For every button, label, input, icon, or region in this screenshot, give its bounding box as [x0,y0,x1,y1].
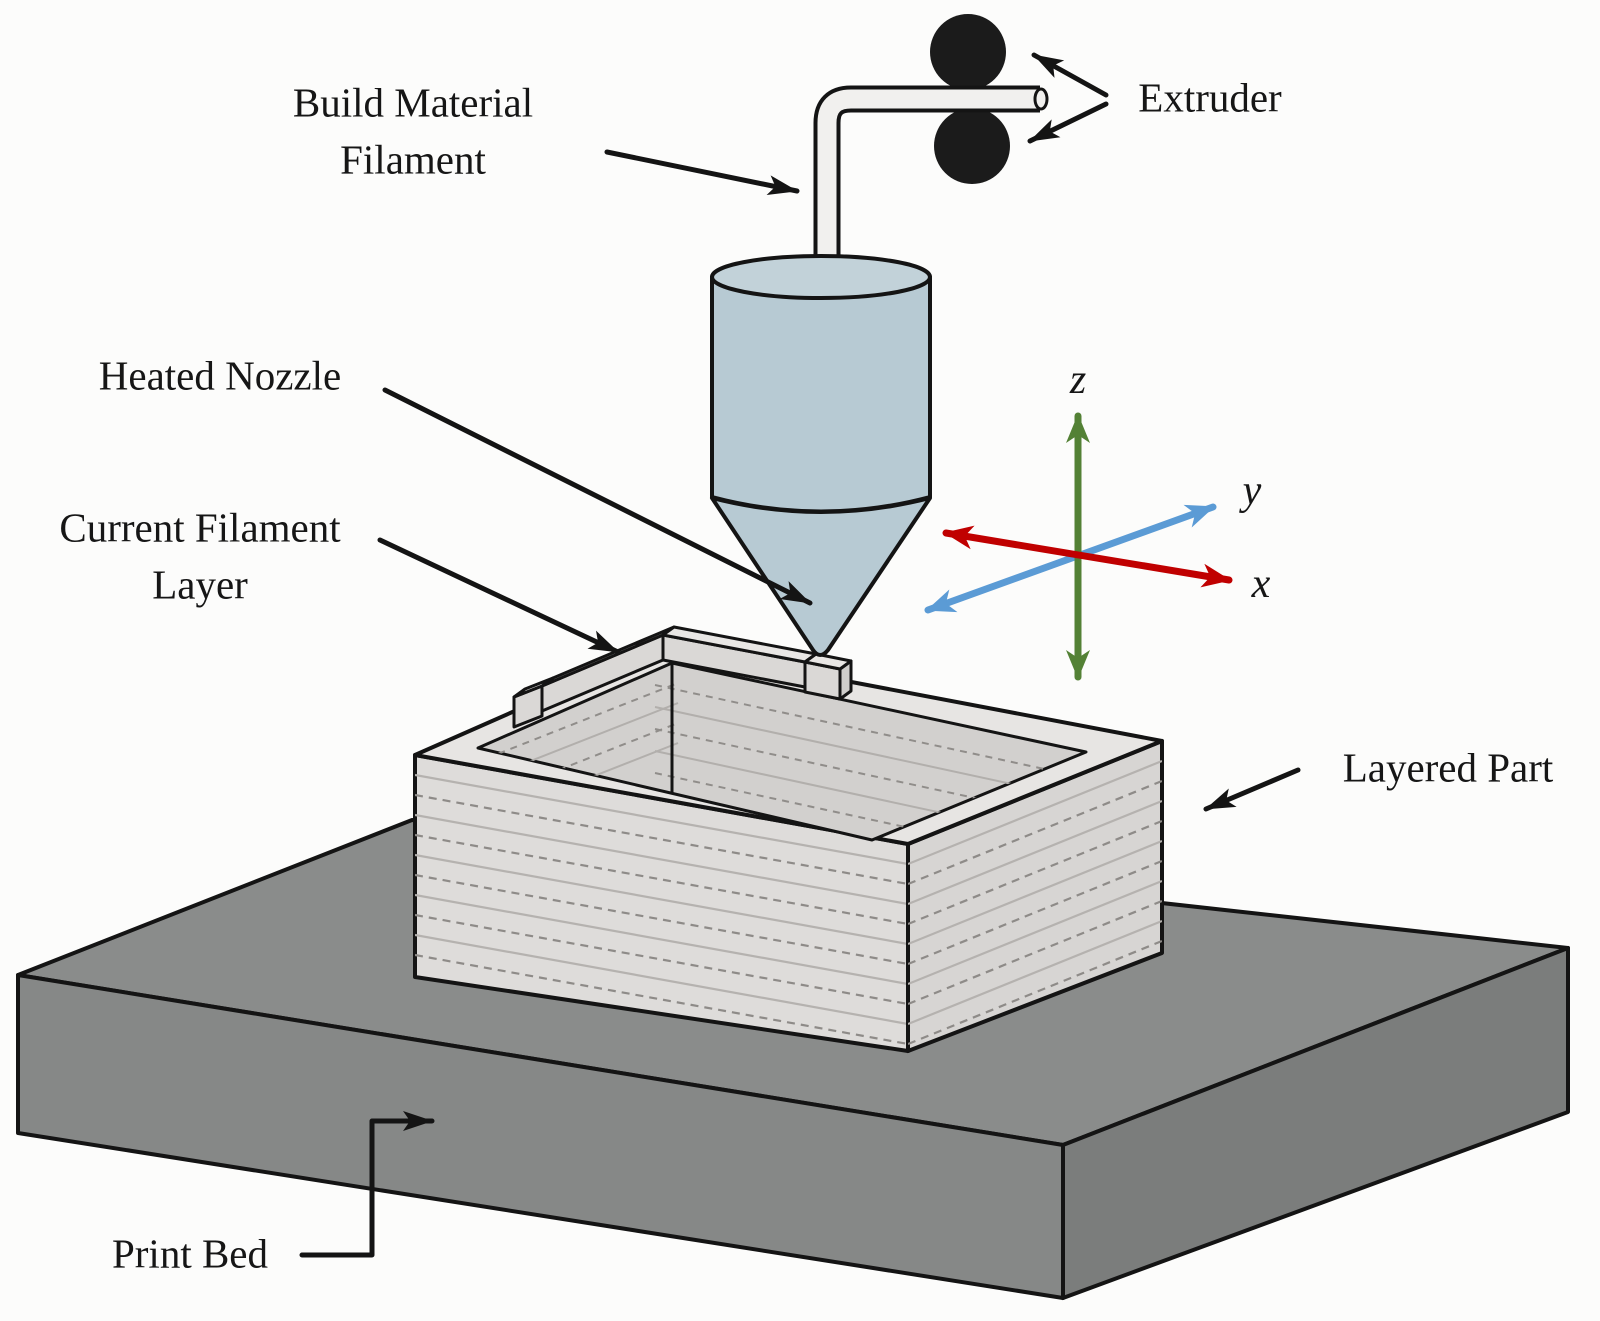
axis-x-arrow [942,525,1233,588]
coordinate-axes [924,412,1233,681]
current-filament-layer-label: Current Filament Layer [59,499,340,612]
axis-x-label: x [1251,561,1271,607]
axis-z-label: z [1069,357,1087,403]
heated-nozzle-label: Heated Nozzle [98,352,342,399]
build-material-filament-label: Build Material Filament [293,74,533,187]
layered-part-arrow [1203,767,1301,812]
filament-tube [817,89,1040,268]
extruder-arrow-top [1031,52,1109,98]
extruder-label: Extruder [1138,74,1282,121]
part-front-face-layers [415,773,908,1046]
layered-part [413,625,1164,1053]
current-layer-line2: Layer [152,561,248,607]
axis-y-label: y [1242,468,1262,514]
filament-tube-outline [813,85,1040,268]
build-material-arrow [604,149,800,195]
layer-wall-left-end-top [512,676,555,699]
current-layer-arrow [377,537,621,655]
extruder-assembly [813,14,1049,268]
layered-part-label: Layered Part [1342,744,1554,791]
part-right-face-layers [908,759,1162,1046]
axis-y-arrow [924,503,1217,614]
heated-nozzle-arrow [382,387,813,606]
part-cavity-opening [476,661,1088,842]
print-bed-connector-arrow [299,1111,435,1258]
layer-wall-right-end-top [803,652,853,671]
current-filament-layer-wall [512,625,853,729]
heated-nozzle-body [710,254,932,657]
current-layer-line1: Current Filament [59,504,341,551]
label-arrows [299,52,1301,1258]
extruder-roller-bottom [934,108,1010,184]
build-material-line2: Filament [340,136,486,182]
nozzle-cylinder-top [710,254,932,300]
nozzle-cone [710,496,932,657]
extruder-roller-top [930,14,1006,90]
print-bed-right-face [1061,946,1570,1300]
filament-tube-end-cap [1033,87,1049,111]
nozzle-cylinder [710,275,932,514]
build-material-line1: Build Material [292,79,534,126]
print-bed-label: Print Bed [111,1230,269,1277]
extruder-arrow-bottom [1027,101,1109,144]
